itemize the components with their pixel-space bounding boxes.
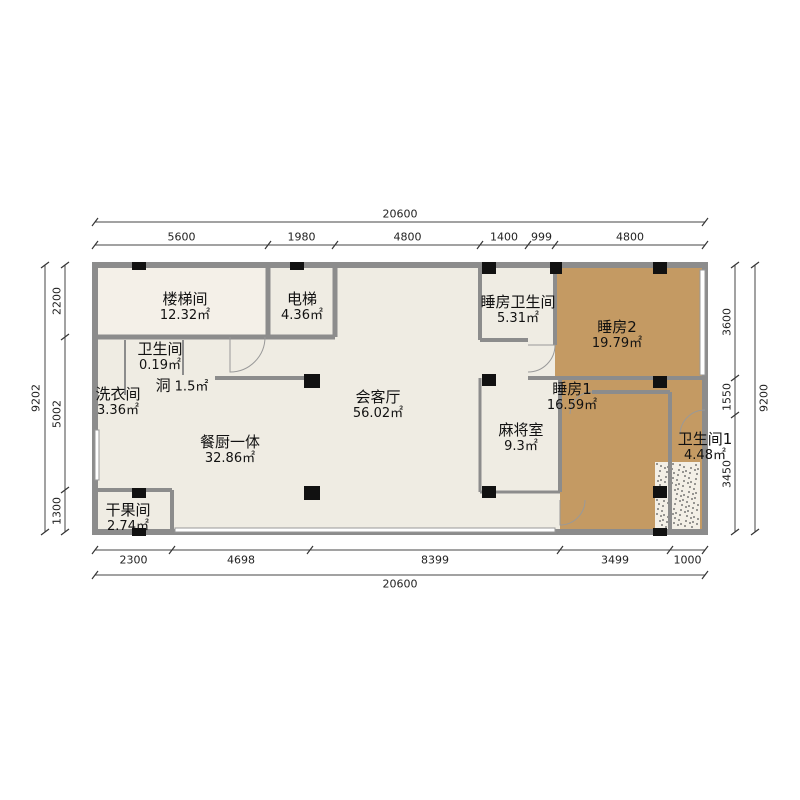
dim-top-segment: 4800 bbox=[616, 230, 644, 244]
dimension-tick bbox=[91, 570, 99, 580]
dim-bottom-segment: 3499 bbox=[601, 553, 629, 567]
room-area: 32.86㎡ bbox=[204, 451, 256, 467]
dim-bottom-segment: 1000 bbox=[673, 553, 702, 567]
dimension-tick bbox=[730, 411, 740, 419]
dimension-tick bbox=[168, 545, 176, 555]
dimension-tick bbox=[524, 240, 532, 250]
floor-bedroom2 bbox=[555, 265, 705, 380]
room-area: 4.36㎡ bbox=[281, 308, 323, 324]
dim-bottom-segment: 4698 bbox=[227, 553, 255, 567]
dim-right-segment: 3450 bbox=[720, 459, 734, 488]
room-area: 9.3㎡ bbox=[504, 439, 538, 455]
dimension-tick bbox=[331, 240, 339, 250]
room-area: 0.19㎡ bbox=[139, 358, 181, 374]
dimension-tick bbox=[701, 570, 709, 580]
room-area: 19.79㎡ bbox=[591, 336, 643, 352]
dim-bottom-segment: 8399 bbox=[421, 553, 449, 567]
dimension-tick bbox=[264, 240, 272, 250]
floor-stair bbox=[95, 265, 268, 337]
room-area: 5.31㎡ bbox=[497, 311, 539, 327]
windows bbox=[94, 269, 706, 533]
dimension-tick bbox=[730, 528, 740, 536]
room-name: 餐厨一体 bbox=[199, 433, 261, 452]
dimension-tick bbox=[60, 486, 70, 494]
room-name: 洞 bbox=[155, 376, 171, 395]
dim-left-segment: 1300 bbox=[50, 497, 64, 525]
dimension-tick bbox=[40, 528, 50, 536]
dimension-ticks bbox=[40, 217, 760, 580]
dim-right-segment: 1550 bbox=[720, 382, 734, 411]
room-name: 洗衣间 bbox=[95, 385, 141, 404]
room-name: 干果间 bbox=[105, 501, 151, 520]
room-name: 卫生间1 bbox=[677, 430, 733, 449]
room-name: 睡房1 bbox=[552, 380, 592, 399]
dimension-tick bbox=[91, 240, 99, 250]
dimension-tick bbox=[556, 545, 564, 555]
room-area: 16.59㎡ bbox=[546, 398, 598, 414]
dim-top-segment: 1980 bbox=[287, 230, 316, 244]
dimension-tick bbox=[730, 374, 740, 382]
room-area: 56.02㎡ bbox=[352, 406, 404, 422]
room-area: 1.5㎡ bbox=[174, 379, 209, 395]
dimension-tick bbox=[60, 261, 70, 269]
dim-bottom-total: 20600 bbox=[382, 577, 418, 591]
dimension-tick bbox=[551, 240, 559, 250]
walls bbox=[92, 262, 708, 535]
dimension-tick bbox=[306, 545, 314, 555]
room-name: 电梯 bbox=[286, 290, 318, 309]
dim-top-segment: 4800 bbox=[393, 230, 422, 244]
room-area: 4.48㎡ bbox=[684, 448, 726, 464]
dimension-tick bbox=[476, 240, 484, 250]
dimension-tick bbox=[60, 333, 70, 341]
dimension-tick bbox=[40, 261, 50, 269]
dim-left-segment: 5002 bbox=[50, 399, 64, 428]
dimension-tick bbox=[666, 545, 674, 555]
dimension-tick bbox=[730, 261, 740, 269]
dim-top-segment: 1400 bbox=[490, 230, 518, 244]
dim-right-segment: 3600 bbox=[720, 307, 734, 336]
dimension-tick bbox=[91, 545, 99, 555]
dimension-tick bbox=[701, 217, 709, 227]
room-area: 3.36㎡ bbox=[97, 403, 139, 419]
dimension-tick bbox=[701, 240, 709, 250]
dim-top-total: 20600 bbox=[382, 207, 418, 221]
dim-top-segment: 999 bbox=[531, 230, 552, 244]
room-name: 麻将室 bbox=[498, 421, 544, 440]
dim-left-segment: 2200 bbox=[50, 287, 64, 315]
dimension-tick bbox=[750, 261, 760, 269]
room-name: 睡房卫生间 bbox=[480, 293, 556, 312]
doors bbox=[229, 336, 706, 526]
columns bbox=[132, 262, 667, 536]
room-area: 12.32㎡ bbox=[159, 308, 211, 324]
dimension-tick bbox=[91, 217, 99, 227]
dimension-lines bbox=[44, 221, 756, 576]
room-name: 睡房2 bbox=[597, 318, 637, 337]
dim-right-total: 9200 bbox=[757, 384, 771, 412]
dim-bottom-segment: 2300 bbox=[119, 553, 148, 567]
dim-left-total: 9202 bbox=[29, 384, 43, 412]
dimension-tick bbox=[701, 545, 709, 555]
room-name: 卫生间 bbox=[137, 340, 183, 359]
room-area: 2.74㎡ bbox=[107, 519, 149, 535]
dimension-tick bbox=[750, 528, 760, 536]
room-name: 楼梯间 bbox=[162, 290, 208, 309]
dimension-tick bbox=[60, 528, 70, 536]
room-name: 会客厅 bbox=[355, 388, 401, 407]
dim-top-segment: 5600 bbox=[167, 230, 196, 244]
